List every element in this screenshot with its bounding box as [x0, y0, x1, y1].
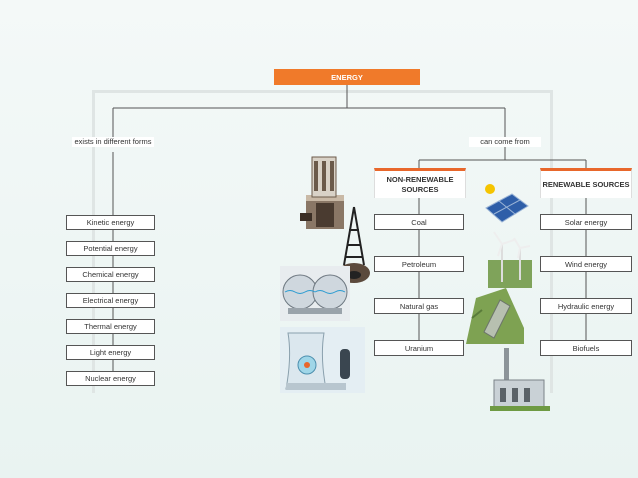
coal-mine-icon	[300, 156, 344, 229]
renewable-item: Solar energy	[540, 214, 632, 230]
form-item: Electrical energy	[66, 293, 155, 308]
non-renewable-header: NON-RENEWABLE SOURCES	[374, 168, 466, 198]
form-item: Chemical energy	[66, 267, 155, 282]
wind-turbine-icon	[488, 231, 532, 288]
form-item: Thermal energy	[66, 319, 155, 334]
non-renewable-item: Petroleum	[374, 256, 464, 272]
form-item: Potential energy	[66, 241, 155, 256]
root-node-energy: ENERGY	[274, 69, 420, 85]
gas-tanks-icon	[280, 266, 350, 321]
form-item: Kinetic energy	[66, 215, 155, 230]
biofuel-plant-icon	[490, 348, 550, 411]
dam-icon	[466, 288, 524, 344]
renewable-item: Wind energy	[540, 256, 632, 272]
left-branch-label: exists in different forms	[72, 137, 154, 147]
renewable-item: Hydraulic energy	[540, 298, 632, 314]
renewable-header: RENEWABLE SOURCES	[540, 168, 632, 198]
renewable-item: Biofuels	[540, 340, 632, 356]
form-item: Light energy	[66, 345, 155, 360]
non-renewable-item: Coal	[374, 214, 464, 230]
right-branch-label: can come from	[469, 137, 541, 147]
non-renewable-item: Uranium	[374, 340, 464, 356]
nuclear-plant-icon	[280, 327, 365, 393]
form-item: Nuclear energy	[66, 371, 155, 386]
non-renewable-item: Natural gas	[374, 298, 464, 314]
solar-panel-icon	[485, 184, 529, 223]
